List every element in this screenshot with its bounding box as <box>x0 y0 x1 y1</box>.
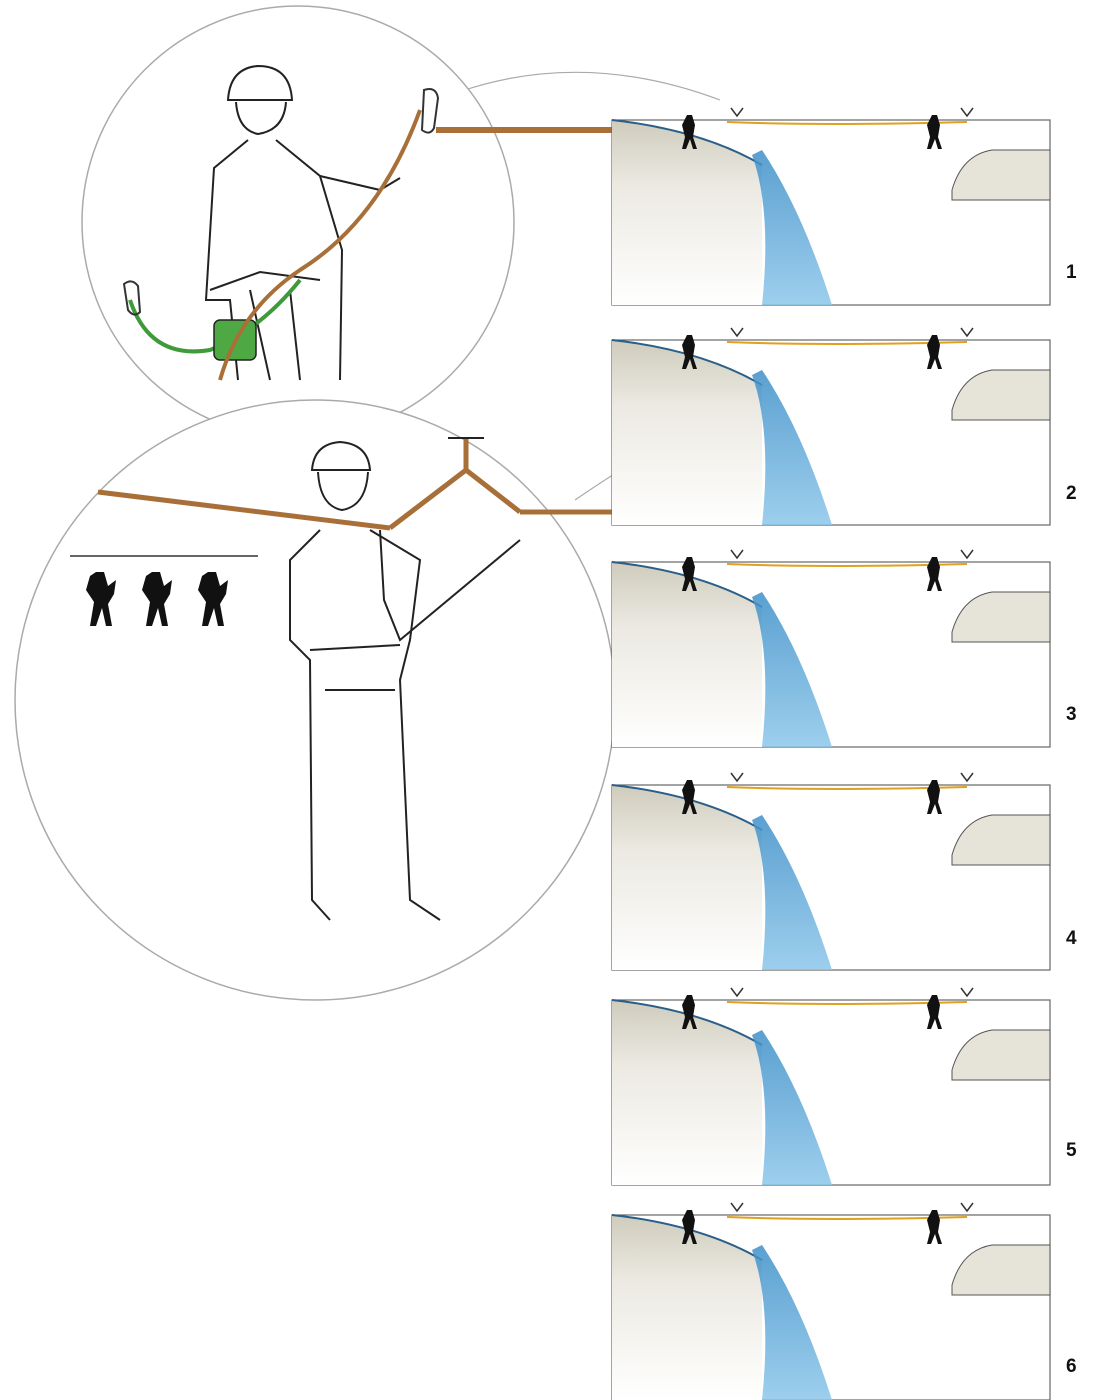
left-cliff <box>612 340 762 525</box>
anchor-icon <box>730 1202 744 1213</box>
step-panels <box>611 107 1051 1400</box>
left-cliff <box>612 120 762 305</box>
right-cliff <box>951 149 1051 201</box>
anchor-icon <box>730 107 744 118</box>
rappelling-person-icon <box>927 335 942 369</box>
rappelling-person-icon <box>927 557 942 591</box>
green-sling <box>128 278 302 354</box>
right-cliff <box>951 1029 1051 1081</box>
step-panel-1 <box>611 107 1051 306</box>
step-number-2: 2 <box>1066 483 1077 504</box>
right-cliff <box>951 369 1051 421</box>
step-panel-6 <box>611 1202 1051 1400</box>
anchor-icon <box>730 987 744 998</box>
cliff-edge <box>611 119 763 166</box>
y-rope <box>388 438 522 530</box>
right-cliff <box>951 591 1051 643</box>
rappelling-person-icon <box>682 780 697 814</box>
rappelling-person-icon <box>927 1210 942 1244</box>
step-panel-2 <box>611 327 1051 526</box>
carabiner-icon <box>122 88 440 316</box>
step-number-5: 5 <box>1066 1140 1077 1161</box>
step-panel-3 <box>611 549 1051 748</box>
rope-line <box>97 489 391 531</box>
right-cliff <box>951 814 1051 866</box>
anchor-icon <box>730 327 744 338</box>
rappelling-person-icon <box>682 995 697 1029</box>
anchor-icon <box>960 987 974 998</box>
waterfall-icon <box>752 150 832 305</box>
step-number-6: 6 <box>1066 1356 1077 1377</box>
anchor-icon <box>960 549 974 560</box>
rappelling-person-icon <box>927 115 942 149</box>
anchor-icon <box>960 107 974 118</box>
anchor-icon <box>960 772 974 783</box>
cliff-edge <box>611 561 763 608</box>
waterfall-icon <box>752 1030 832 1185</box>
waterfall-icon <box>752 815 832 970</box>
step-panel-4 <box>611 772 1051 971</box>
left-cliff <box>612 785 762 970</box>
anchor-icon <box>960 327 974 338</box>
step-number-1: 1 <box>1066 262 1077 283</box>
waterfall-icon <box>752 370 832 525</box>
cliff-edge <box>611 784 763 831</box>
step-number-4: 4 <box>1066 928 1077 949</box>
cliff-edge <box>611 999 763 1046</box>
cliff-edge <box>611 1214 763 1261</box>
waterfall-icon <box>752 592 832 747</box>
left-cliff <box>612 1215 762 1400</box>
zoom-circle-bottom <box>14 399 616 1001</box>
waterfall-icon <box>752 1245 832 1400</box>
rappelling-person-icon <box>682 557 697 591</box>
anchor-icon <box>730 549 744 560</box>
right-cliff <box>951 1244 1051 1296</box>
rappelling-person-icon <box>682 335 697 369</box>
cliff-edge <box>611 339 763 386</box>
step-panel-5 <box>611 987 1051 1186</box>
left-cliff <box>612 1000 762 1185</box>
zipline-climber-icon <box>289 440 521 921</box>
silhouette-group <box>86 572 228 626</box>
brown-rope-sling <box>218 109 422 381</box>
rappelling-person-icon <box>682 1210 697 1244</box>
left-cliff <box>612 562 762 747</box>
anchor-icon <box>960 1202 974 1213</box>
anchor-icon <box>730 772 744 783</box>
rappelling-person-icon <box>927 780 942 814</box>
zoom-circle-top <box>81 5 612 439</box>
rappelling-person-icon <box>927 995 942 1029</box>
step-number-3: 3 <box>1066 704 1077 725</box>
rappelling-person-icon <box>682 115 697 149</box>
